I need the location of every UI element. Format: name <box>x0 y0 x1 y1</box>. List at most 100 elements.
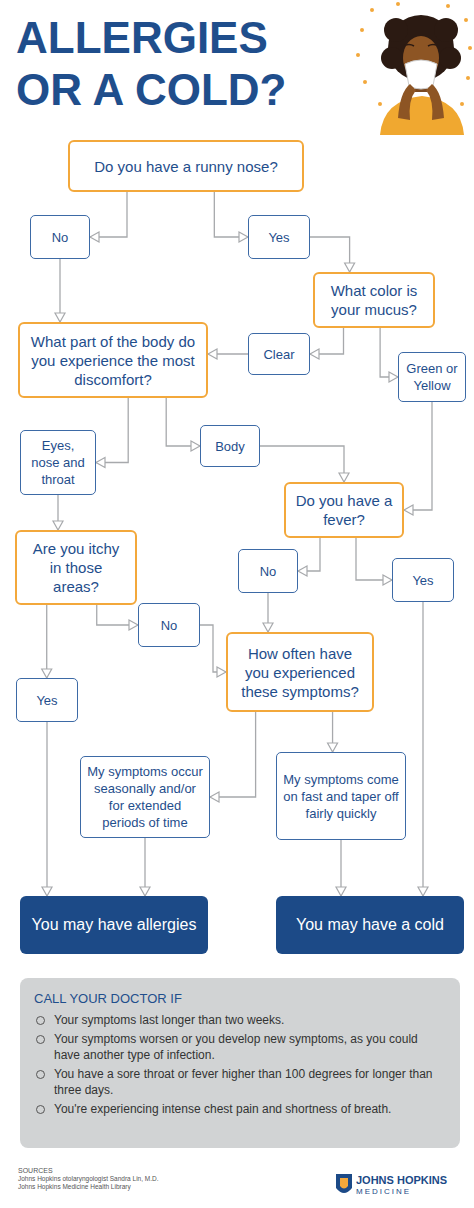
arrow-head <box>345 263 355 272</box>
bullet-marker <box>36 1016 45 1025</box>
connector-line <box>380 328 398 377</box>
arrow-head <box>42 669 52 678</box>
result-box: You may have a cold <box>276 896 464 954</box>
connector-line <box>210 712 256 797</box>
connector-line <box>404 402 432 510</box>
source-heading: SOURCES <box>18 1166 53 1175</box>
box-text: Yes <box>412 572 433 589</box>
connector-line <box>214 192 248 237</box>
connector <box>418 602 428 896</box>
box-text: How often have you experienced these sym… <box>236 644 364 701</box>
connector-line <box>310 237 350 272</box>
box-text: Body <box>215 438 245 455</box>
connector <box>356 538 392 585</box>
bullet-text: Your symptoms worsen or you develop new … <box>54 1031 446 1063</box>
connector-line <box>356 538 392 580</box>
connector-line <box>96 398 128 463</box>
arrow-head <box>140 887 150 896</box>
decision-box: How often have you experienced these sym… <box>226 632 374 712</box>
box-text: Clear <box>263 346 294 363</box>
connector <box>310 328 344 359</box>
connector <box>260 446 349 482</box>
arrow-head <box>208 349 217 359</box>
box-text: My symptoms come on fast and taper off f… <box>282 771 400 822</box>
box-text: You may have a cold <box>296 915 444 935</box>
arrow-head <box>129 620 138 630</box>
connector <box>55 259 65 322</box>
connector-line <box>46 722 47 896</box>
box-text: No <box>52 229 69 246</box>
decision-box: What part of the body do you experience … <box>18 322 208 398</box>
arrow-head <box>328 743 338 752</box>
box-text: Do you have a fever? <box>294 491 394 529</box>
arrow-head <box>336 887 346 896</box>
arrow-head <box>42 887 52 896</box>
decision-box: Are you itchy in those areas? <box>15 530 137 605</box>
bullet-text: You're experiencing intense chest pain a… <box>54 1101 391 1117</box>
connector <box>336 840 346 896</box>
answer-box: Eyes, nose and throat <box>20 430 96 495</box>
box-text: No <box>161 617 178 634</box>
answer-box: My symptoms come on fast and taper off f… <box>276 752 406 840</box>
arrow-head <box>389 372 398 382</box>
connector <box>53 495 63 530</box>
arrow-head <box>310 349 319 359</box>
bullet-text: You have a sore throat or fever higher t… <box>54 1066 446 1098</box>
answer-box: No <box>238 549 298 593</box>
connector-line <box>166 398 200 446</box>
answer-box: No <box>138 603 200 647</box>
box-text: Do you have a runny nose? <box>94 157 277 176</box>
bullet-row: You're experiencing intense chest pain a… <box>34 1101 391 1117</box>
arrow-head <box>96 458 105 468</box>
connector <box>214 192 248 242</box>
connector <box>298 538 320 576</box>
arrow-head <box>217 667 226 677</box>
connector-line <box>310 328 344 354</box>
bullet-marker <box>36 1070 45 1079</box>
logo-shield <box>336 1174 352 1193</box>
connector <box>90 192 127 242</box>
connector <box>380 328 398 382</box>
decision-box: Do you have a runny nose? <box>68 140 304 192</box>
connector-line <box>298 538 320 571</box>
connector <box>97 605 138 630</box>
box-text: What part of the body do you experience … <box>28 332 198 389</box>
connector-line <box>422 602 423 896</box>
connector <box>210 712 256 802</box>
answer-box: Yes <box>16 678 78 722</box>
box-text: Are you itchy in those areas? <box>25 539 127 596</box>
arrow-head <box>239 232 248 242</box>
connector <box>166 398 200 451</box>
arrow-head <box>263 623 273 632</box>
answer-box: Clear <box>248 333 310 375</box>
connector <box>310 237 355 272</box>
bullet-text: Your symptoms last longer than two weeks… <box>54 1012 284 1028</box>
bullet-row: Your symptoms worsen or you develop new … <box>34 1031 446 1063</box>
connector-line <box>46 605 47 678</box>
box-text: You may have allergies <box>32 915 197 935</box>
connector <box>328 712 338 752</box>
connector-line <box>200 625 226 672</box>
decision-box: What color is your mucus? <box>313 272 435 328</box>
arrow-head <box>404 505 413 515</box>
logo-text: MEDICINE <box>356 1187 411 1197</box>
connector <box>96 398 128 468</box>
arrow-head <box>53 521 63 530</box>
sneezing-woman <box>380 15 464 135</box>
box-text: Green or Yellow <box>404 360 460 394</box>
bullet-marker <box>36 1105 45 1114</box>
answer-box: No <box>30 215 90 259</box>
arrow-head <box>383 575 392 585</box>
logo-text: JOHNS HOPKINS <box>356 1174 447 1187</box>
arrow-head <box>418 887 428 896</box>
decision-box: Do you have a fever? <box>284 482 404 538</box>
answer-box: Body <box>200 425 260 467</box>
connector-line <box>90 192 127 237</box>
box-text: What color is your mucus? <box>323 281 425 319</box>
answer-box: My symptoms occur seasonally and/or for … <box>80 756 210 838</box>
connector <box>263 593 273 632</box>
answer-box: Yes <box>248 215 310 259</box>
bullet-row: You have a sore throat or fever higher t… <box>34 1066 446 1098</box>
arrow-head <box>191 441 200 451</box>
answer-box: Yes <box>392 558 454 602</box>
